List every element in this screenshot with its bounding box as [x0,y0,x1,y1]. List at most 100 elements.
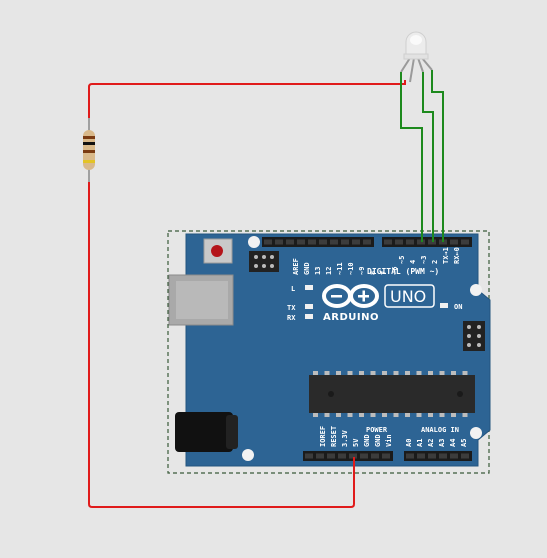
header-pin[interactable] [316,453,324,459]
digital-pin-label: 2 [431,260,439,264]
digital-pin-label: GND [303,262,311,275]
analog-header [404,451,472,461]
header-pin[interactable] [450,239,458,245]
rx-label: RX [287,314,296,322]
digital-pin-label: ~11 [336,262,344,275]
header-pin[interactable] [428,453,436,459]
digital-pin-label: ~5 [398,256,406,264]
power-pin-label: IOREF [319,426,327,447]
model-label: UNO [390,287,426,306]
icsp-header-right [463,321,485,351]
power-jack [175,412,233,452]
header-pin[interactable] [395,239,403,245]
analog-pin-label: A1 [416,439,424,447]
header-pin[interactable] [305,453,313,459]
header-pin[interactable] [406,453,414,459]
analog-pin-label: A3 [438,439,446,447]
digital-pin-label: ~6 [391,267,399,275]
mount-hole [470,427,482,439]
analog-label: ANALOG IN [421,426,459,434]
tx-label: TX [287,304,296,312]
header-pin[interactable] [338,453,346,459]
on-led [440,303,448,308]
power-jack-tip [226,415,238,449]
digital-pin-label: 8 [369,271,377,275]
header-pin[interactable] [382,453,390,459]
bottom-headers [303,451,472,461]
header-pin[interactable] [330,239,338,245]
brand-label: ARDUINO [323,312,379,323]
resistor-band [83,142,95,145]
resistor[interactable] [83,118,95,182]
digital-pin-label: AREF [292,258,300,275]
model-badge [384,284,435,308]
power-pin-label: RESET [330,426,338,447]
on-label: ON [454,303,462,311]
digital-pin-label: 4 [409,260,417,264]
power-pin-label: GND [374,434,382,447]
power-pin-label: 5V [352,438,360,447]
arduino-logo-icon [322,284,379,308]
icsp-header-top [249,251,279,272]
header-pin[interactable] [461,453,469,459]
header-pin[interactable] [297,239,305,245]
usb-port-inner [176,281,228,319]
wire-green-pin2[interactable] [431,70,444,242]
resistor-band [83,150,95,153]
resistor-band [83,136,95,139]
header-pin[interactable] [286,239,294,245]
tx-led [305,304,313,309]
analog-pin-label: A2 [427,439,435,447]
analog-pin-label: A5 [460,439,468,447]
header-pin[interactable] [360,453,368,459]
mount-hole [470,284,482,296]
header-pin[interactable] [275,239,283,245]
wire-5v[interactable] [88,80,406,508]
resistor-band [83,160,95,163]
header-pin[interactable] [450,453,458,459]
header-right [382,237,472,247]
l-led-label: L [291,285,295,293]
header-pin[interactable] [417,453,425,459]
header-pin[interactable] [352,239,360,245]
digital-pin-label: 12 [325,267,333,275]
rx-led [305,314,313,319]
header-pin[interactable] [384,239,392,245]
header-pin[interactable] [406,239,414,245]
digital-pin-label: 7 [380,271,388,275]
rgb-led[interactable] [400,31,433,83]
header-pin[interactable] [264,239,272,245]
mount-hole [242,449,254,461]
header-pin[interactable] [439,453,447,459]
digital-pin-label: RX←0 [453,247,461,264]
power-pin-label: GND [363,434,371,447]
header-pin[interactable] [308,239,316,245]
analog-pin-label: A4 [449,439,457,447]
digital-pin-label: TX→1 [442,247,450,264]
digital-pin-label: 13 [314,267,322,275]
wire-green-pin3[interactable] [422,72,434,242]
header-pin[interactable] [371,453,379,459]
header-pin[interactable] [349,453,357,459]
header-pin[interactable] [319,239,327,245]
reset-button[interactable] [211,245,223,257]
header-left [262,237,374,247]
header-pin[interactable] [461,239,469,245]
header-pin[interactable] [341,239,349,245]
analog-pin-label: A0 [405,439,413,447]
digital-pin-label: ~9 [358,267,366,275]
power-label: POWER [366,426,388,434]
power-pin-label: 3.3V [341,429,349,447]
digital-label: DIGITAL (PWM ~) [367,267,439,276]
header-pin[interactable] [327,453,335,459]
wire-green-pin4[interactable] [400,72,423,242]
digital-header [262,237,472,247]
digital-pin-label: ~10 [347,262,355,275]
power-header [303,451,393,461]
header-pin[interactable] [363,239,371,245]
